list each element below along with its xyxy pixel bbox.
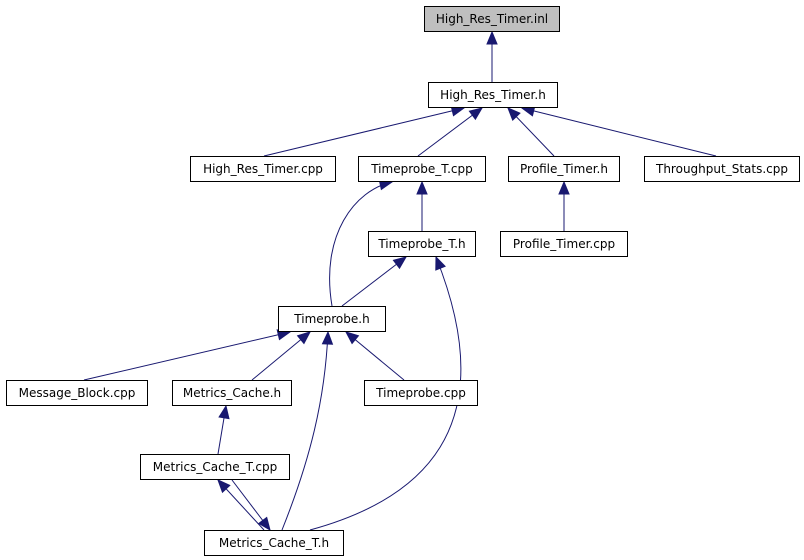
edge-line [309, 256, 462, 531]
node-timeprobe-t-cpp[interactable]: Timeprobe_T.cpp [358, 156, 486, 182]
edge-profile-timer-cpp-to-profile-timer-h [558, 180, 570, 231]
edge-arrowhead [392, 256, 408, 270]
edge-line [281, 331, 329, 531]
edge-arrowhead [217, 479, 231, 494]
edge-arrowhead [344, 331, 360, 345]
edge-throughput-stats-cpp-to-high-res-timer-h [520, 105, 717, 157]
edge-high-res-timer-cpp-to-high-res-timer-h [263, 105, 466, 157]
node-profile-timer-cpp[interactable]: Profile_Timer.cpp [500, 231, 628, 257]
edge-line [417, 107, 483, 157]
edge-arrowhead [296, 331, 312, 345]
node-metrics-cache-t-cpp[interactable]: Metrics_Cache_T.cpp [140, 454, 290, 480]
edge-timeprobe-t-h-to-timeprobe-t-cpp [416, 180, 428, 231]
edge-high-res-timer-h-to-high-res-timer-inl [486, 30, 498, 82]
node-timeprobe-t-h[interactable]: Timeprobe_T.h [368, 231, 476, 257]
edge-arrowhead [468, 107, 484, 121]
edge-line [251, 331, 311, 381]
edge-metrics-cache-h-to-timeprobe-h [251, 331, 312, 381]
edge-metrics-cache-t-cpp-to-metrics-cache-h [217, 404, 230, 455]
edge-arrowhead [558, 180, 570, 195]
edge-line [341, 256, 407, 307]
edge-line [83, 331, 291, 381]
edge-profile-timer-h-to-high-res-timer-h [507, 107, 555, 157]
edge-arrowhead [257, 516, 271, 532]
edge-timeprobe-t-cpp-to-high-res-timer-h [417, 107, 484, 157]
node-high-res-timer-cpp[interactable]: High_Res_Timer.cpp [190, 156, 336, 182]
edge-line [329, 181, 393, 307]
node-high-res-timer-inl[interactable]: High_Res_Timer.inl [424, 6, 560, 32]
edge-arrowhead [486, 30, 498, 45]
edge-metrics-cache-t-cpp-to-metrics-cache-t-h [231, 479, 271, 532]
edge-arrowhead [435, 255, 446, 271]
node-message-block-cpp[interactable]: Message_Block.cpp [6, 380, 148, 406]
node-metrics-cache-h[interactable]: Metrics_Cache.h [172, 380, 292, 406]
edge-line [263, 107, 465, 157]
edge-arrowhead [507, 107, 521, 122]
edge-arrowhead [321, 330, 334, 345]
edge-line [521, 107, 717, 157]
node-timeprobe-cpp[interactable]: Timeprobe.cpp [364, 380, 478, 406]
edge-metrics-cache-t-h-to-timeprobe-t-h [309, 255, 462, 531]
edge-timeprobe-h-to-timeprobe-t-h [341, 256, 408, 307]
node-profile-timer-h[interactable]: Profile_Timer.h [508, 156, 620, 182]
edge-metrics-cache-t-h-to-metrics-cache-t-cpp [217, 479, 265, 531]
edge-timeprobe-cpp-to-timeprobe-h [344, 331, 405, 381]
node-high-res-timer-h[interactable]: High_Res_Timer.h [428, 82, 558, 108]
node-timeprobe-h[interactable]: Timeprobe.h [278, 306, 386, 332]
edge-arrowhead [218, 404, 230, 420]
edge-message-block-cpp-to-timeprobe-h [83, 329, 292, 381]
edge-arrowhead [416, 180, 428, 195]
edge-line [345, 331, 405, 381]
node-throughput-stats-cpp[interactable]: Throughput_Stats.cpp [644, 156, 800, 182]
node-metrics-cache-t-h[interactable]: Metrics_Cache_T.h [204, 530, 344, 556]
edge-metrics-cache-t-h-to-timeprobe-h [281, 330, 334, 531]
